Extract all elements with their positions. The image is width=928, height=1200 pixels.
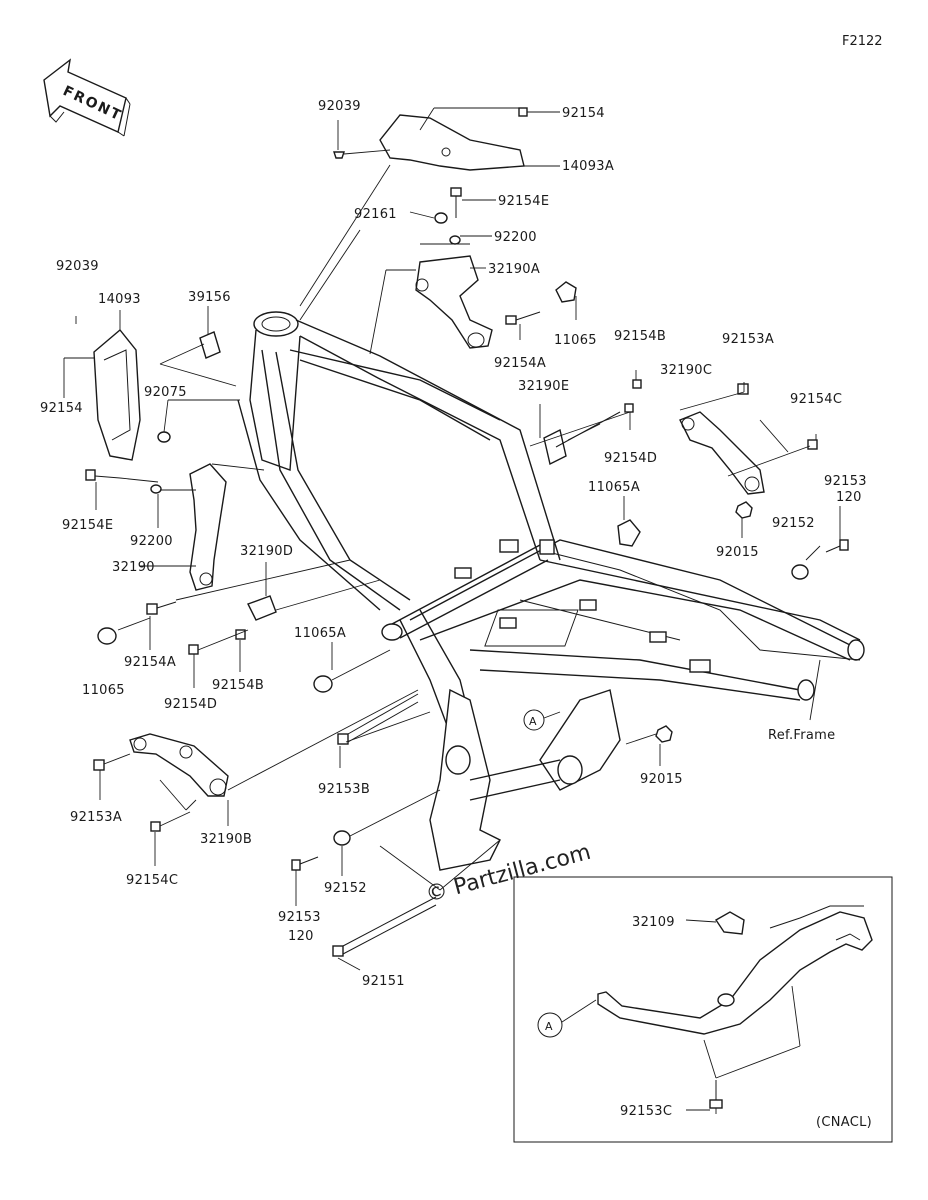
cap-11065-top	[555, 281, 577, 303]
bolt-92154-top	[518, 107, 528, 117]
bolt-92154e-top	[450, 187, 462, 218]
bracket-32190	[189, 463, 227, 591]
bolt-92153a-top	[737, 383, 749, 395]
part-label-32190a: 32190A	[488, 262, 540, 277]
bracket-32190b	[129, 733, 229, 797]
part-label-92152-lower: 92152	[324, 881, 367, 896]
bracket-32190a	[415, 255, 493, 349]
part-label-92154c-left: 92154C	[126, 873, 178, 888]
part-label-92200-left: 92200	[130, 534, 173, 549]
part-label-92039-left: 92039	[56, 259, 99, 274]
grommet-92161	[434, 212, 448, 224]
cap-11065a-left	[313, 675, 333, 693]
part-label-120-right: 120	[836, 490, 862, 505]
part-label-120-lower: 120	[288, 929, 314, 944]
part-label-11065-left: 11065	[82, 683, 125, 698]
part-label-92161: 92161	[354, 207, 397, 222]
bracket-32190d	[247, 595, 277, 621]
callout-a-inset	[537, 1012, 563, 1038]
leader-lines	[63, 107, 841, 971]
label-39156	[199, 331, 221, 359]
part-label-92151: 92151	[362, 974, 405, 989]
part-label-92153b: 92153B	[318, 782, 370, 797]
bolt-92154a-top	[505, 311, 541, 325]
part-label-32190e: 32190E	[518, 379, 569, 394]
part-label-11065a-right: 11065A	[588, 480, 640, 495]
bolt-92154d-left	[188, 644, 199, 655]
bolt-92154c-right	[807, 439, 818, 450]
bolt-92154c-left	[150, 821, 161, 832]
nut-92015-lower	[655, 725, 673, 743]
collar-92152-right	[791, 564, 809, 580]
part-label-92015-right: 92015	[716, 545, 759, 560]
part-label-92154d-left: 92154D	[164, 697, 217, 712]
part-label-39156: 39156	[188, 290, 231, 305]
part-label-92153a-top: 92153A	[722, 332, 774, 347]
inset-variant-label: (CNACL)	[816, 1115, 872, 1130]
main-frame	[237, 311, 865, 871]
part-label-11065a-left: 11065A	[294, 626, 346, 641]
washer-92200-left	[150, 484, 162, 494]
part-label-11065-top: 11065	[554, 333, 597, 348]
washer-92200-top	[449, 235, 461, 245]
callout-a-main-label: A	[529, 715, 537, 728]
part-label-92154d-right: 92154D	[604, 451, 657, 466]
pin-92039-top	[333, 151, 345, 159]
part-label-32190c: 32190C	[660, 363, 712, 378]
cap-11065a-right	[617, 519, 641, 547]
bolt-92154d-right	[624, 403, 634, 413]
part-label-32190d: 32190D	[240, 544, 293, 559]
callout-a-inset-label: A	[545, 1020, 553, 1033]
callout-a-main: A	[523, 709, 561, 731]
part-label-32109: 32109	[632, 915, 675, 930]
bolt-92153-lower	[291, 856, 319, 871]
front-arrow-icon: FRONT	[43, 58, 131, 137]
grommet-92075	[157, 431, 171, 443]
bolt-92154e-left	[85, 469, 121, 481]
figure-code: F2122	[842, 34, 883, 49]
nut-92015-right	[735, 501, 753, 519]
part-label-32190: 32190	[112, 560, 155, 575]
part-label-92015-lower: 92015	[640, 772, 683, 787]
bolt-92153c	[709, 1080, 723, 1109]
part-label-92154-top: 92154	[562, 106, 605, 121]
part-label-92153-lower: 92153	[278, 910, 321, 925]
part-label-92039-top: 92039	[318, 99, 361, 114]
bolt-92153b	[337, 693, 419, 745]
part-label-14093a: 14093A	[562, 159, 614, 174]
part-label-92200-top: 92200	[494, 230, 537, 245]
ref-frame-label: Ref.Frame	[768, 728, 835, 743]
part-label-92154e-left: 92154E	[62, 518, 113, 533]
part-label-92153-right: 92153	[824, 474, 867, 489]
part-label-92154e-top: 92154E	[498, 194, 549, 209]
part-label-14093: 14093	[98, 292, 141, 307]
cap-11065-left	[97, 627, 117, 645]
bolt-92154b-right	[632, 379, 642, 389]
cover-14093	[93, 329, 141, 461]
part-label-92154a-left: 92154A	[124, 655, 176, 670]
cover-14093a	[379, 114, 525, 171]
bolt-92153a-left	[93, 759, 105, 771]
part-label-92154b-left: 92154B	[212, 678, 264, 693]
part-label-92154b-top: 92154B	[614, 329, 666, 344]
part-label-92154c-right: 92154C	[790, 392, 842, 407]
bolt-92151	[332, 896, 437, 957]
part-labels: 92039 92154 14093A 92154E 92161 92200 32…	[40, 99, 867, 989]
part-label-92154-left: 92154	[40, 401, 83, 416]
part-label-92153a-left: 92153A	[70, 810, 122, 825]
bolt-92153-right	[825, 539, 849, 553]
inset-cnacl: A 32109 92153C (CNACL)	[513, 876, 893, 1143]
part-label-92154a-top: 92154A	[494, 356, 546, 371]
bracket-32190e	[543, 428, 567, 466]
bracket-32190c	[679, 411, 765, 495]
part-label-92075: 92075	[144, 385, 187, 400]
part-label-92152-right: 92152	[772, 516, 815, 531]
bolt-92154a-left	[146, 601, 177, 615]
collar-92152-lower	[333, 830, 351, 846]
part-label-32190b: 32190B	[200, 832, 252, 847]
part-label-92153c: 92153C	[620, 1104, 672, 1119]
